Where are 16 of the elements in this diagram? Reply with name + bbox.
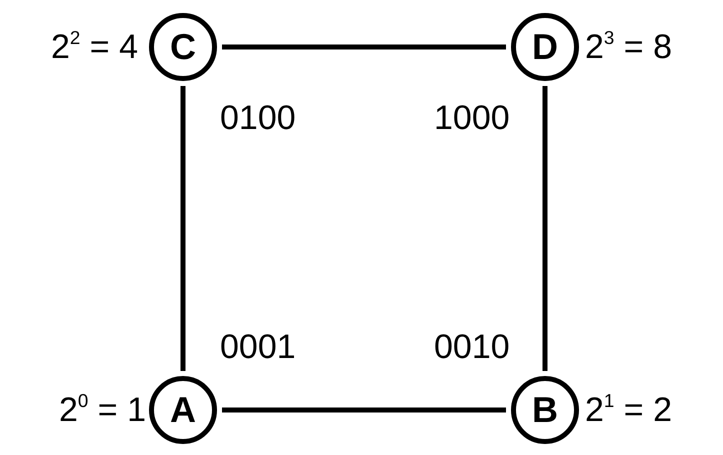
binary-label: 0010: [434, 330, 510, 364]
power-label: 2$^{1}$ = 2: [585, 393, 672, 427]
node-letter: B: [532, 392, 558, 428]
binary-label: 0001: [220, 330, 296, 364]
binary-label: 0100: [220, 101, 296, 135]
node-letter: D: [532, 29, 558, 65]
binary-label: 1000: [434, 101, 510, 135]
power-label: 2$^{3}$ = 8: [585, 30, 672, 64]
edge-line: [222, 408, 506, 412]
node-letter: A: [170, 392, 196, 428]
power-label: 2$^{0}$ = 1: [59, 393, 146, 427]
edge-line: [222, 44, 506, 50]
edge-line: [180, 86, 186, 371]
edge-line: [542, 86, 548, 371]
power-label: 2$^{2}$ = 4: [51, 30, 138, 64]
node-letter: C: [170, 29, 196, 65]
